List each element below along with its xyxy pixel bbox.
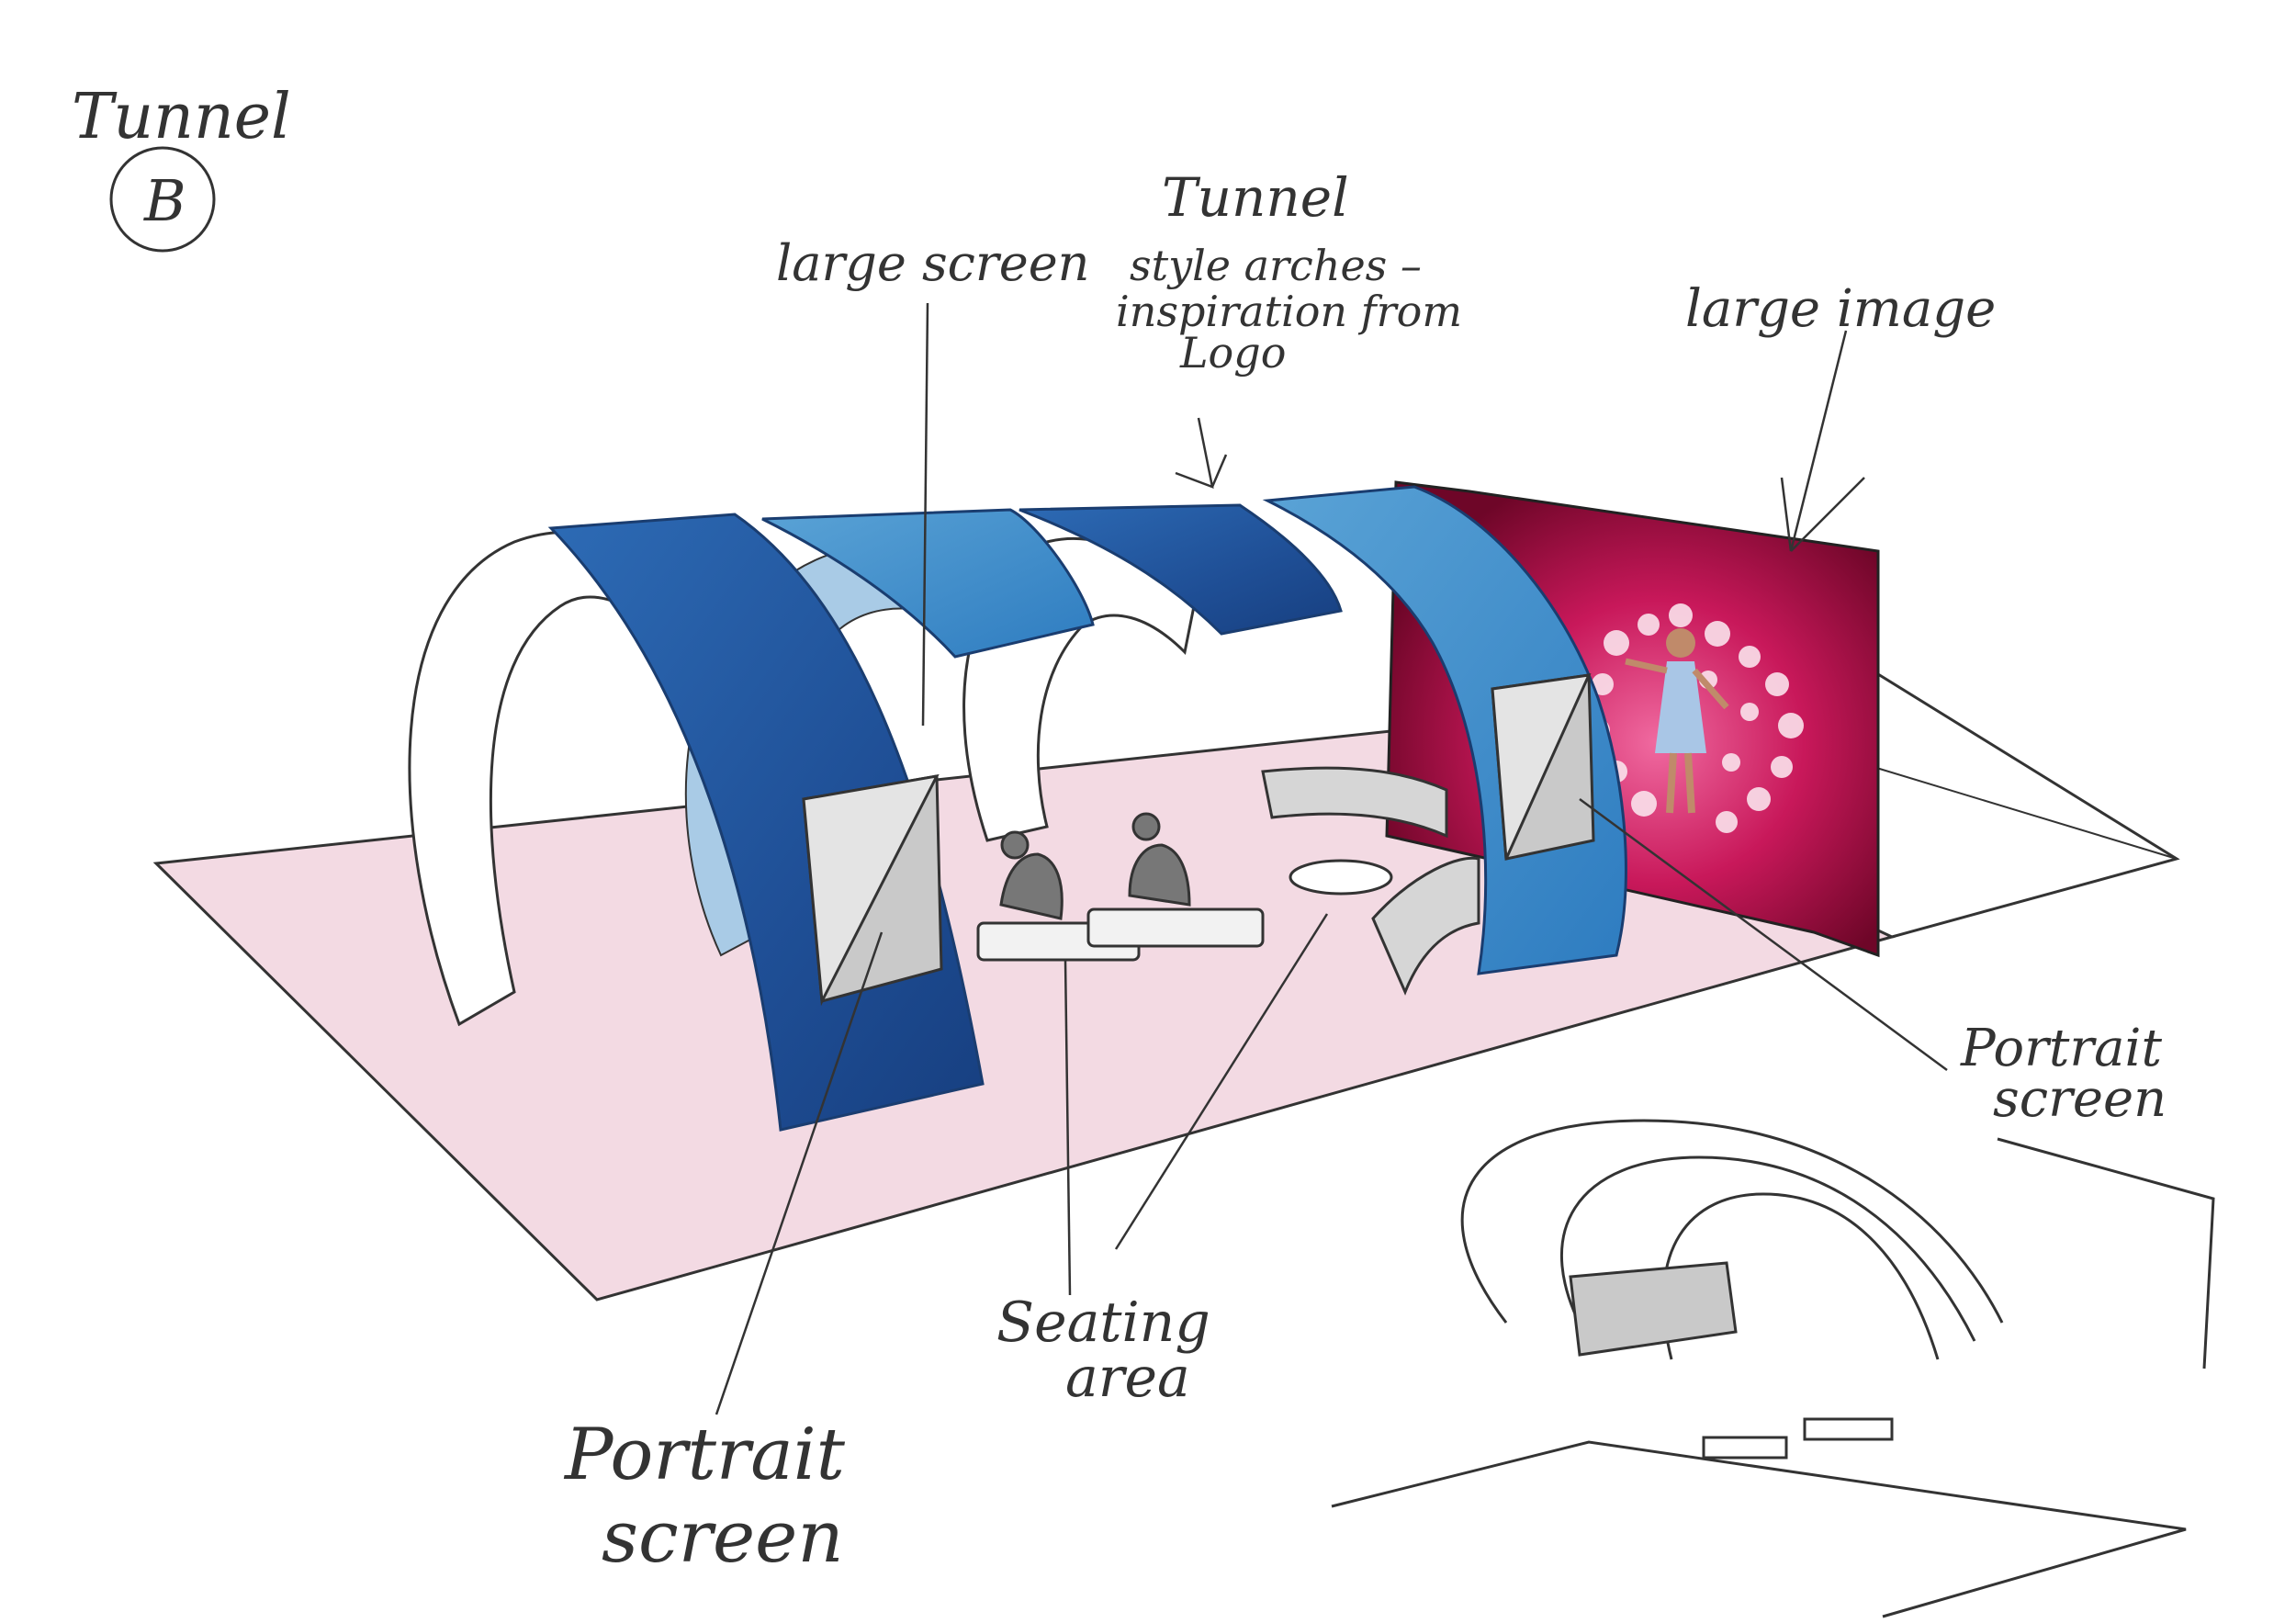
- seating: [976, 766, 1480, 996]
- large-image-label: large image: [1685, 279, 1996, 339]
- arches-label-line2: style arches –: [1130, 241, 1422, 290]
- portrait-screen-left-label-line2: screen: [602, 1496, 844, 1579]
- arches-label-line4: Logo: [1179, 328, 1286, 378]
- seating-area-label-line1: Seating: [996, 1291, 1210, 1355]
- arches-label-line3: inspiration from: [1116, 287, 1462, 336]
- arches-label-line1: Tunnel: [1162, 166, 1349, 229]
- inset-tunnel-sketch: [1331, 1119, 2215, 1618]
- title-label: Tunnel: [72, 81, 291, 153]
- light-dots: [1586, 603, 1804, 833]
- title-circle: [109, 146, 216, 253]
- girl-figure: [1625, 628, 1729, 814]
- title-letter: B: [143, 167, 186, 234]
- portrait-screen-right-label-line2: screen: [1993, 1069, 2167, 1129]
- portrait-screen-left-label-line1: Portrait: [563, 1414, 846, 1496]
- portrait-screen-right-label-line1: Portrait: [1960, 1019, 2162, 1078]
- portrait-screens: [802, 673, 1595, 1007]
- leader-lines: [715, 302, 1948, 1415]
- large-screen-label: large screen: [776, 234, 1089, 292]
- seating-area-label-line2: area: [1065, 1346, 1190, 1410]
